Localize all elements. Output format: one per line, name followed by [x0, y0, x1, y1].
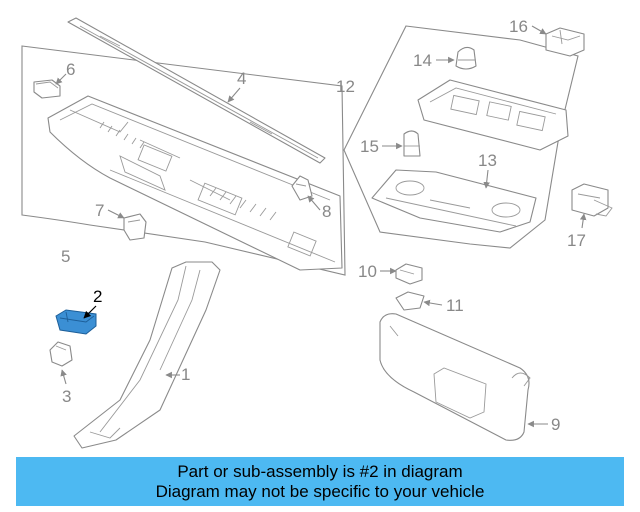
part-15-bulb	[403, 130, 421, 157]
part-14-bulb	[455, 46, 477, 70]
part-2-clip-highlight	[55, 309, 97, 335]
part-13-console-base	[371, 169, 537, 233]
part-8-clip	[291, 175, 313, 201]
callout-2: 2	[93, 287, 102, 306]
part-17-connector	[571, 183, 613, 217]
part-1-pillar-trim	[73, 261, 221, 449]
callout-11: 11	[446, 296, 464, 315]
callout-10: 10	[358, 262, 377, 281]
callout-16: 16	[509, 17, 528, 36]
banner-line-1: Part or sub-assembly is #2 in diagram	[177, 461, 463, 481]
parts-diagram: 1 2 3 4 5 6 7 8 9 10 11 12 13 14 15 16 1…	[21, 17, 613, 449]
part-16-connector	[545, 27, 585, 57]
callout-9: 9	[551, 415, 560, 434]
callout-13: 13	[478, 151, 497, 170]
part-9-sun-visor	[379, 313, 531, 441]
part-7-clip	[123, 213, 147, 241]
part-5-trim-panel	[47, 95, 343, 271]
callout-14: 14	[413, 51, 432, 70]
callout-7: 7	[95, 201, 104, 220]
part-4-trim-strip	[67, 17, 326, 164]
callout-6: 6	[66, 60, 75, 79]
callout-8: 8	[322, 202, 331, 221]
callout-12: 12	[336, 77, 355, 96]
callout-4: 4	[237, 69, 246, 88]
group-5-outline	[21, 45, 346, 276]
banner-line-2: Diagram may not be specific to your vehi…	[155, 481, 485, 501]
callout-5: 5	[61, 247, 70, 266]
part-6-clip	[33, 79, 61, 99]
callout-17: 17	[567, 231, 586, 250]
part-3-clip	[49, 341, 73, 367]
part-12-console-housing	[417, 79, 569, 151]
callout-3: 3	[62, 387, 71, 406]
callout-15: 15	[360, 137, 379, 156]
info-banner: Part or sub-assembly is #2 in diagram Di…	[16, 457, 624, 506]
part-11-clip	[395, 291, 425, 311]
part-10-bracket	[395, 263, 423, 285]
callout-1: 1	[181, 365, 190, 384]
